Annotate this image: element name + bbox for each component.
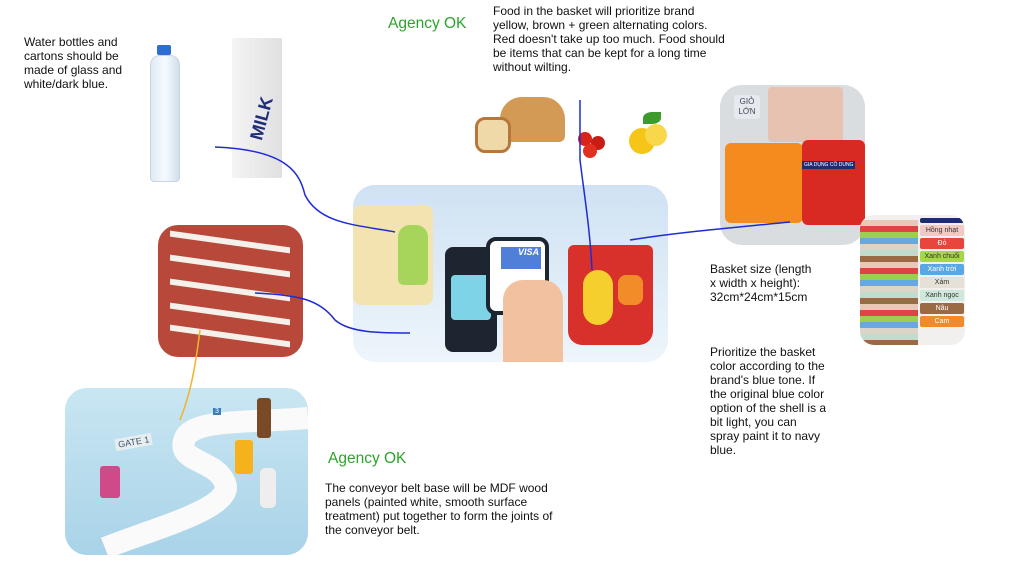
food-note: Food in the basket will prioritize brand… bbox=[493, 4, 725, 74]
color-option: Hồng nhạt bbox=[920, 225, 964, 236]
conveyor-photo: GATE 1 3 bbox=[65, 388, 308, 555]
color-option: Nâu bbox=[920, 303, 964, 314]
water-bottle-image bbox=[130, 35, 210, 185]
color-option: Cam bbox=[920, 316, 964, 327]
lemons-image bbox=[625, 110, 670, 160]
color-option: Đỏ bbox=[920, 238, 964, 249]
bread-image bbox=[470, 95, 570, 155]
conveyor-belt-shape bbox=[100, 407, 308, 555]
milk-carton-image: MILK bbox=[218, 38, 300, 185]
agency-ok-label: Agency OK bbox=[388, 15, 467, 32]
basket-color-chart: Hồng nhạt Đỏ Xanh chuối Xanh trời Xám Xa… bbox=[860, 215, 965, 345]
color-option bbox=[920, 218, 964, 223]
color-option: Xanh chuối bbox=[920, 251, 964, 262]
visa-card: VISA bbox=[501, 247, 541, 269]
gate-number: 3 bbox=[213, 408, 221, 415]
basket-photo: GIỎ LỚN GIA DỤNG CÔ DUNG bbox=[720, 85, 865, 245]
color-option: Xám bbox=[920, 277, 964, 288]
color-option: Xanh trời bbox=[920, 264, 964, 275]
basket-size-note: Basket size (length x width x height): 3… bbox=[710, 262, 812, 304]
basket-brand-label: GIA DỤNG CÔ DUNG bbox=[802, 161, 856, 169]
agency-ok-label-2: Agency OK bbox=[328, 450, 407, 467]
bottles-note: Water bottles and cartons should be made… bbox=[24, 35, 123, 91]
basket-size-tag: GIỎ LỚN bbox=[734, 95, 760, 119]
checkout-illustration: VISA bbox=[353, 185, 668, 362]
tomatoes-image bbox=[575, 120, 611, 160]
basket-color-note: Prioritize the basket color according to… bbox=[710, 345, 827, 457]
shelf-photo bbox=[158, 225, 303, 357]
conveyor-note: The conveyor belt base will be MDF wood … bbox=[325, 481, 553, 537]
color-option: Xanh ngọc bbox=[920, 290, 964, 301]
